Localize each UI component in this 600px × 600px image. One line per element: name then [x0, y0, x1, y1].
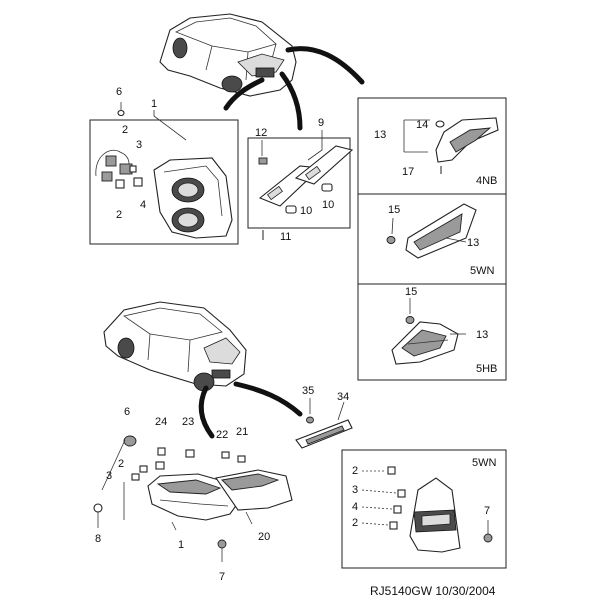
- inset-label-7: 7: [484, 505, 490, 517]
- variant-label-4nb: 4NB: [476, 175, 497, 187]
- high-mount-stop-lamp-5hb: [391, 321, 459, 365]
- callout-cord-top-left: [223, 77, 265, 111]
- label-3-top: 3: [136, 139, 142, 151]
- inset-label-2b: 2: [352, 517, 358, 529]
- label-34: 34: [337, 391, 349, 403]
- callout-cord-top-mid: [279, 71, 303, 131]
- sedan-tail-lamp: [153, 157, 233, 239]
- label-6-top: 6: [116, 86, 122, 98]
- high-mount-stop-lamp-4nb: [435, 117, 499, 163]
- nut-15-5hb: [405, 316, 415, 324]
- wagon-tail-lamp: [409, 477, 461, 553]
- variant-5wn-inset-box: [341, 449, 507, 569]
- label-1-bottom: 1: [178, 539, 184, 551]
- label-24: 24: [155, 416, 167, 428]
- label-20: 20: [258, 531, 270, 543]
- hatchback-tail-lamp-1: [147, 473, 241, 521]
- label-12: 12: [255, 127, 267, 139]
- label-15-5wn: 15: [388, 204, 400, 216]
- label-2-bottom: 2: [118, 458, 124, 470]
- label-3-bottom: 3: [106, 470, 112, 482]
- screw-7-inset: [483, 533, 493, 543]
- inset-label-2a: 2: [352, 465, 358, 477]
- label-8: 8: [95, 533, 101, 545]
- drawing-reference: RJ5140GW 10/30/2004: [370, 584, 496, 598]
- clip-12: [258, 157, 268, 165]
- screw-8: [93, 503, 103, 513]
- label-21: 21: [236, 426, 248, 438]
- label-4-top: 4: [140, 199, 146, 211]
- label-22: 22: [216, 429, 228, 441]
- label-13-4nb: 13: [374, 129, 386, 141]
- tail-lamp-group-box: [89, 119, 239, 245]
- variant-label-5wn-inset: 5WN: [472, 457, 497, 469]
- callout-cord-bottom-left: [198, 385, 215, 439]
- nut-15-5wn: [386, 236, 396, 244]
- label-13-5hb: 13: [476, 329, 488, 341]
- label-17: 17: [402, 166, 414, 178]
- license-lamp-group-box: [247, 137, 351, 229]
- callout-cord-bottom-right: [233, 381, 303, 417]
- label-1-top: 1: [151, 98, 157, 110]
- nut-35: [306, 416, 314, 424]
- inset-bulbs: [387, 466, 406, 530]
- bulbs-and-sockets-bottom: [123, 435, 246, 481]
- label-14: 14: [416, 119, 428, 131]
- label-23: 23: [182, 416, 194, 428]
- label-2-top-b: 2: [116, 209, 122, 221]
- sedan-illustration: [159, 13, 297, 97]
- high-mount-stop-lamp-5wn: [405, 203, 477, 259]
- gate-lamp-20: [215, 469, 293, 511]
- callout-cord-top-right: [285, 46, 365, 85]
- license-lamps: [258, 145, 354, 214]
- label-9: 9: [318, 117, 324, 129]
- inset-label-4: 4: [352, 501, 358, 513]
- bulb-socket-harness: [95, 150, 143, 189]
- label-6-bottom: 6: [124, 406, 130, 418]
- label-15-5hb: 15: [405, 286, 417, 298]
- label-2-top-a: 2: [122, 124, 128, 136]
- label-10-a: 10: [300, 205, 312, 217]
- variant-label-5hb: 5HB: [476, 363, 497, 375]
- label-13-5wn: 13: [467, 237, 479, 249]
- nut-6-top: [117, 109, 125, 117]
- hatchback-illustration: [103, 301, 247, 392]
- inset-label-3: 3: [352, 484, 358, 496]
- label-7-bottom: 7: [219, 571, 225, 583]
- label-10-b: 10: [322, 199, 334, 211]
- label-11: 11: [280, 231, 291, 243]
- variant-5hb-box: [357, 283, 507, 381]
- label-35: 35: [302, 385, 314, 397]
- spoiler-stop-lamp-34: [295, 419, 353, 449]
- variant-label-5wn-top: 5WN: [470, 265, 495, 277]
- screw-7-bottom: [217, 539, 227, 549]
